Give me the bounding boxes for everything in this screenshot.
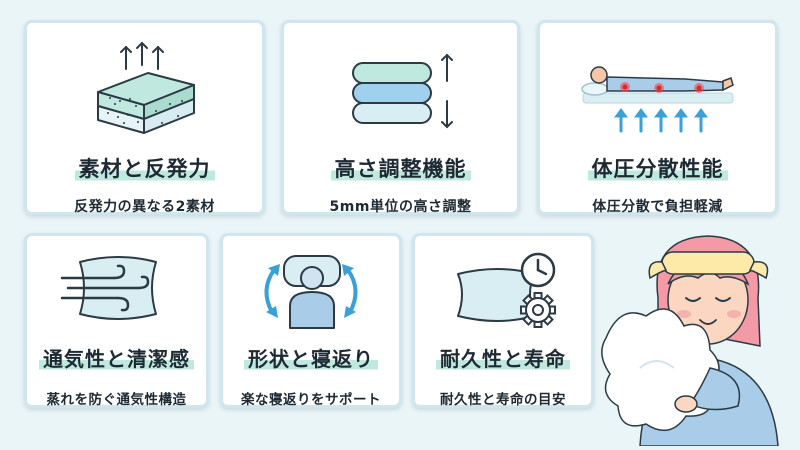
feature-title: 通気性と清潔感 (27, 343, 206, 372)
pillow-clock-gear-icon (415, 246, 591, 334)
feature-subtitle: 反発力の異なる2素材 (74, 199, 215, 215)
feature-title: 素材と反発力 (27, 153, 262, 183)
feature-subtitle: 耐久性と寿命の目安 (440, 392, 566, 408)
feature-card-durability: 耐久性と寿命 耐久性と寿命の目安 (412, 233, 594, 408)
feature-subtitle: 5mm単位の高さ調整 (329, 199, 472, 215)
feature-card-pressure: 体圧分散性能 体圧分散で負担軽減 (537, 20, 778, 215)
feature-title: 高さ調整機能 (284, 153, 517, 183)
feature-card-ventilation: 通気性と清潔感 蒸れを防ぐ通気性構造 (24, 233, 209, 408)
ventilated-pillow-icon (27, 248, 206, 328)
woman-hugging-pillow-illustration (600, 218, 800, 447)
stacked-layers-height-icon (284, 41, 517, 136)
feature-card-shape: 形状と寝返り 楽な寝返りをサポート (220, 233, 402, 408)
feature-title: 形状と寝返り (223, 343, 399, 372)
body-pressure-icon (540, 51, 775, 141)
feature-card-material: 素材と反発力 反発力の異なる2素材 (24, 20, 265, 215)
mattress-layers-icon (27, 37, 262, 137)
feature-subtitle: 楽な寝返りをサポート (241, 392, 381, 408)
feature-subtitle: 体圧分散で負担軽減 (592, 199, 723, 215)
feature-title: 耐久性と寿命 (415, 343, 591, 372)
rollover-person-icon (223, 248, 399, 332)
feature-subtitle: 蒸れを防ぐ通気性構造 (46, 392, 187, 408)
feature-title: 体圧分散性能 (540, 153, 775, 183)
feature-card-height: 高さ調整機能 5mm単位の高さ調整 (281, 20, 520, 215)
